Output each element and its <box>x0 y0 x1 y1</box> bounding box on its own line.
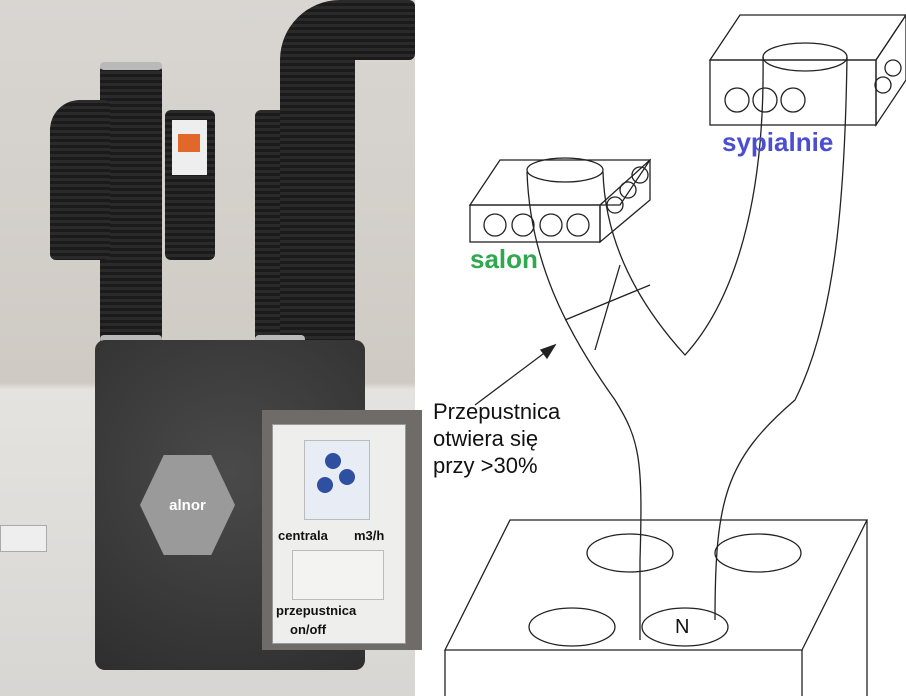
duct-clamp <box>100 62 162 70</box>
duct-clamp <box>100 335 162 343</box>
controller-display[interactable] <box>304 440 370 520</box>
label-m3h: m3/h <box>354 528 385 543</box>
label-on-off: on/off <box>290 622 327 637</box>
annotation-line: otwiera się <box>433 426 539 451</box>
recuperator-box <box>443 519 869 696</box>
outlet-label-n: N <box>675 616 690 638</box>
flexible-duct <box>340 0 415 60</box>
logo-text: alnor <box>169 496 206 514</box>
fan-icon <box>339 469 355 485</box>
duct-pipe <box>100 65 162 350</box>
label-centrala: centrala <box>278 528 328 543</box>
duct-diagram <box>443 13 906 696</box>
duct-elbow <box>50 100 110 260</box>
damper-actuator <box>172 120 207 175</box>
annotation-arrow <box>474 344 556 406</box>
duct-y-branch <box>474 56 848 640</box>
controller-panel: centrala m3/h przepustnica on/off <box>262 410 422 650</box>
label-przepustnica: przepustnica <box>276 603 357 618</box>
damper-switch[interactable] <box>292 550 384 600</box>
label-salon: salon <box>470 244 538 274</box>
wall-socket <box>0 525 47 552</box>
duct-clamp <box>255 335 305 343</box>
annotation-line: przy >30% <box>433 453 538 478</box>
fan-icon <box>317 477 333 493</box>
label-sypialnie: sypialnie <box>722 127 834 157</box>
damper-annotation: Przepustnica otwiera się przy >30% <box>433 398 560 479</box>
annotation-line: Przepustnica <box>433 399 561 424</box>
salon-distributor <box>468 157 652 244</box>
fan-icon <box>325 453 341 469</box>
damper-line <box>564 284 651 321</box>
sypialnie-distributor <box>708 13 906 128</box>
